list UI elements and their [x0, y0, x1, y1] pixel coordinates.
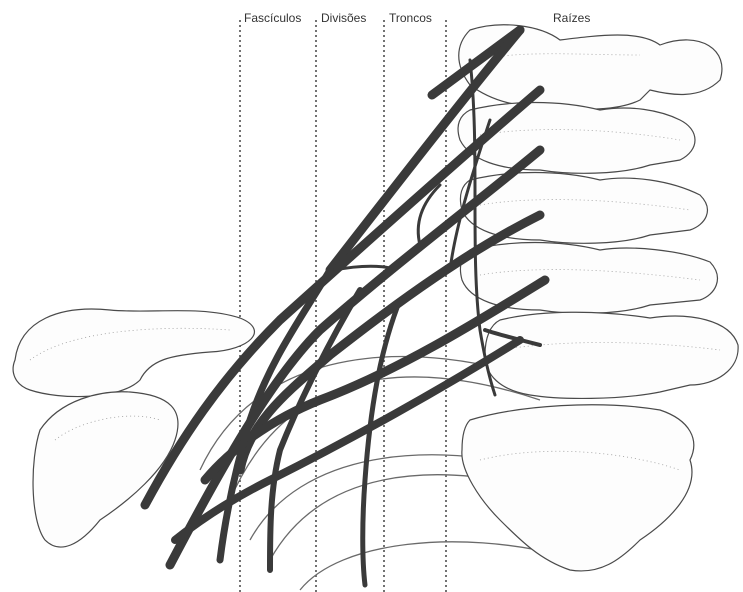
label-divisoes: Divisões: [321, 11, 366, 25]
label-raizes: Raízes: [553, 11, 590, 25]
label-fasciculos: Fascículos: [244, 11, 301, 25]
vertebra-c7: [460, 243, 717, 314]
first-rib-head: [462, 405, 694, 571]
region-labels: Fascículos Divisões Troncos Raízes: [244, 11, 590, 25]
vertebra-c4: [459, 25, 722, 109]
vertebral-column: [458, 25, 738, 571]
label-troncos: Troncos: [389, 11, 432, 25]
vertebra-t1: [485, 312, 738, 398]
nerve-lateral-cord: [220, 270, 330, 560]
rib-5: [300, 542, 560, 590]
nerve-posterior-cord: [363, 300, 400, 585]
vertebra-c5: [458, 103, 695, 174]
humeral-head: [33, 392, 178, 547]
